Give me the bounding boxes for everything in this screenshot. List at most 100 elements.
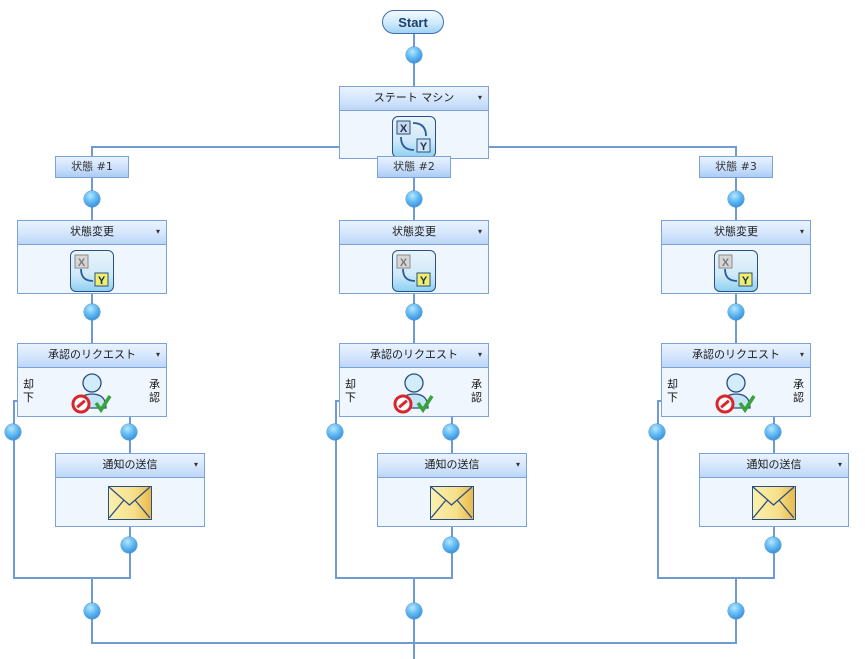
- activity-header[interactable]: 承認のリクエスト ▾: [18, 344, 166, 368]
- dropdown-arrow-icon[interactable]: ▾: [837, 460, 842, 469]
- connector: [657, 400, 661, 402]
- state-label-1[interactable]: 状態 #1: [55, 156, 129, 178]
- activity-title: 状態変更: [714, 225, 758, 238]
- connection-point[interactable]: [84, 191, 100, 207]
- activity-header[interactable]: 状態変更 ▾: [18, 221, 166, 245]
- approve-branch-label: 承認: [793, 378, 804, 404]
- activity-header[interactable]: 通知の送信 ▾: [700, 454, 848, 478]
- svg-text:X: X: [722, 257, 730, 269]
- svg-text:X: X: [400, 123, 408, 135]
- activity-title: ステート マシン: [373, 91, 455, 104]
- approval-request-icon: [71, 373, 112, 414]
- approve-branch-label: 承認: [149, 378, 160, 404]
- dropdown-arrow-icon[interactable]: ▾: [477, 227, 482, 236]
- approval-request-activity-2[interactable]: 承認のリクエスト ▾ 却下 承認: [339, 343, 489, 417]
- svg-text:X: X: [78, 257, 86, 269]
- connection-point[interactable]: [443, 424, 459, 440]
- connector: [335, 400, 339, 402]
- connection-point[interactable]: [728, 304, 744, 320]
- send-notification-activity-2[interactable]: 通知の送信 ▾: [377, 453, 527, 527]
- connection-point[interactable]: [728, 603, 744, 619]
- connection-point[interactable]: [406, 191, 422, 207]
- set-state-activity-2[interactable]: 状態変更 ▾ X Y: [339, 220, 489, 294]
- connection-point[interactable]: [728, 191, 744, 207]
- activity-header[interactable]: 承認のリクエスト ▾: [340, 344, 488, 368]
- reject-branch-label: 却下: [667, 378, 678, 404]
- connection-point[interactable]: [5, 424, 21, 440]
- svg-text:Y: Y: [98, 275, 106, 287]
- set-state-icon: X Y: [392, 250, 436, 292]
- connector: [489, 146, 736, 148]
- set-state-icon: X Y: [70, 250, 114, 292]
- state-label-2[interactable]: 状態 #2: [377, 156, 451, 178]
- connector: [335, 400, 337, 578]
- activity-header[interactable]: 承認のリクエスト ▾: [662, 344, 810, 368]
- dropdown-arrow-icon[interactable]: ▾: [155, 227, 160, 236]
- connection-point[interactable]: [443, 537, 459, 553]
- connection-point[interactable]: [649, 424, 665, 440]
- dropdown-arrow-icon[interactable]: ▾: [477, 350, 482, 359]
- connector: [91, 146, 339, 148]
- send-notification-activity-3[interactable]: 通知の送信 ▾: [699, 453, 849, 527]
- approval-request-activity-1[interactable]: 承認のリクエスト ▾ 却下 承認: [17, 343, 167, 417]
- connection-point[interactable]: [406, 603, 422, 619]
- svg-text:Y: Y: [420, 141, 428, 153]
- activity-header[interactable]: 通知の送信 ▾: [56, 454, 204, 478]
- set-state-activity-1[interactable]: 状態変更 ▾ X Y: [17, 220, 167, 294]
- connector: [657, 400, 659, 578]
- connector: [657, 577, 775, 579]
- activity-title: 通知の送信: [746, 458, 802, 471]
- state-machine-activity[interactable]: ステート マシン ▾ X Y: [339, 86, 489, 159]
- connection-point[interactable]: [765, 537, 781, 553]
- connector: [13, 577, 131, 579]
- activity-title: 状態変更: [392, 225, 436, 238]
- reject-branch-label: 却下: [23, 378, 34, 404]
- approval-request-icon: [715, 373, 756, 414]
- envelope-icon: [108, 486, 152, 520]
- approve-branch-label: 承認: [471, 378, 482, 404]
- approval-request-icon: [393, 373, 434, 414]
- dropdown-arrow-icon[interactable]: ▾: [799, 350, 804, 359]
- connection-point[interactable]: [406, 304, 422, 320]
- connection-point[interactable]: [121, 537, 137, 553]
- connection-point[interactable]: [84, 304, 100, 320]
- activity-title: 承認のリクエスト: [370, 348, 458, 361]
- set-state-icon: X Y: [714, 250, 758, 292]
- svg-text:Y: Y: [420, 275, 428, 287]
- activity-header[interactable]: ステート マシン ▾: [340, 87, 488, 111]
- activity-title: 通知の送信: [102, 458, 158, 471]
- connector: [13, 400, 17, 402]
- connection-point[interactable]: [84, 603, 100, 619]
- start-node[interactable]: Start: [382, 10, 444, 34]
- approval-request-activity-3[interactable]: 承認のリクエスト ▾ 却下 承認: [661, 343, 811, 417]
- state-label-3[interactable]: 状態 #3: [699, 156, 773, 178]
- connector: [91, 642, 737, 644]
- dropdown-arrow-icon[interactable]: ▾: [155, 350, 160, 359]
- connector: [13, 400, 15, 578]
- activity-title: 状態変更: [70, 225, 114, 238]
- activity-title: 承認のリクエスト: [48, 348, 136, 361]
- connector: [91, 146, 93, 156]
- connection-point[interactable]: [406, 47, 422, 63]
- dropdown-arrow-icon[interactable]: ▾: [799, 227, 804, 236]
- send-notification-activity-1[interactable]: 通知の送信 ▾: [55, 453, 205, 527]
- dropdown-arrow-icon[interactable]: ▾: [515, 460, 520, 469]
- svg-text:X: X: [400, 257, 408, 269]
- svg-text:Y: Y: [742, 275, 750, 287]
- reject-branch-label: 却下: [345, 378, 356, 404]
- activity-header[interactable]: 状態変更 ▾: [340, 221, 488, 245]
- activity-header[interactable]: 通知の送信 ▾: [378, 454, 526, 478]
- connector: [735, 146, 737, 156]
- connection-point[interactable]: [121, 424, 137, 440]
- set-state-activity-3[interactable]: 状態変更 ▾ X Y: [661, 220, 811, 294]
- dropdown-arrow-icon[interactable]: ▾: [193, 460, 198, 469]
- connection-point[interactable]: [327, 424, 343, 440]
- dropdown-arrow-icon[interactable]: ▾: [477, 93, 482, 102]
- activity-header[interactable]: 状態変更 ▾: [662, 221, 810, 245]
- connection-point[interactable]: [765, 424, 781, 440]
- activity-title: 承認のリクエスト: [692, 348, 780, 361]
- envelope-icon: [752, 486, 796, 520]
- envelope-icon: [430, 486, 474, 520]
- state-machine-icon: X Y: [392, 116, 436, 158]
- connector: [335, 577, 453, 579]
